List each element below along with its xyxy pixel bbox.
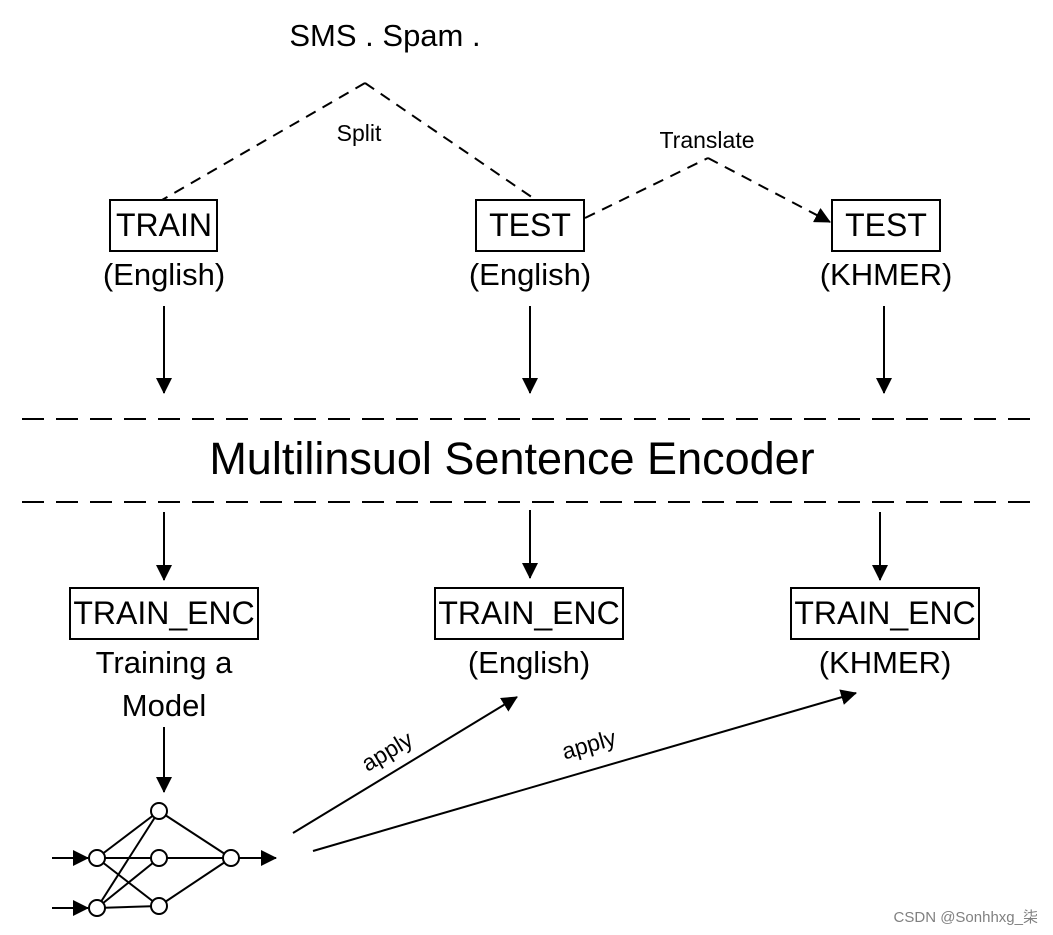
apply-arrow-khmer xyxy=(312,689,857,852)
translate-label: Translate xyxy=(659,127,754,153)
neural-network-icon xyxy=(52,802,277,917)
test-enc-english-box-label: TRAIN_ENC xyxy=(438,595,619,631)
encoder-input-arrows xyxy=(156,306,892,394)
source-label: SMS . Spam . xyxy=(289,18,480,53)
train-node: TRAIN (English) xyxy=(103,199,225,292)
train-enc-box xyxy=(69,587,259,640)
test-khmer-node: TEST (KHMER) xyxy=(820,199,953,292)
apply-arrow-english xyxy=(292,696,518,834)
train-enc-sub-label-1: Training a xyxy=(96,645,233,680)
test-enc-khmer-box xyxy=(790,587,980,640)
test-khmer-sub-label: (KHMER) xyxy=(820,257,953,292)
test-english-box xyxy=(475,199,585,252)
test-khmer-box-label: TEST xyxy=(845,207,927,243)
test-enc-english-box xyxy=(434,587,624,640)
split-connector xyxy=(161,82,537,201)
translate-connector xyxy=(584,157,831,223)
test-english-node: TEST (English) xyxy=(469,199,591,292)
train-enc-box-label: TRAIN_ENC xyxy=(73,595,254,631)
test-enc-khmer-box-label: TRAIN_ENC xyxy=(794,595,975,631)
encoder-label: Multilinsuol Sentence Encoder xyxy=(209,433,814,484)
test-english-sub-label: (English) xyxy=(469,257,591,292)
test-khmer-box xyxy=(831,199,941,252)
test-enc-khmer-node: TRAIN_ENC (KHMER) xyxy=(790,587,980,680)
split-label: Split xyxy=(337,120,382,146)
train-box-label: TRAIN xyxy=(116,207,212,243)
encoder-output-arrows xyxy=(156,510,888,581)
test-enc-english-node: TRAIN_ENC (English) xyxy=(434,587,624,680)
train-box xyxy=(109,199,218,252)
train-enc-node: TRAIN_ENC Training a Model xyxy=(69,587,259,723)
test-enc-english-sub-label: (English) xyxy=(468,645,590,680)
watermark-text: CSDN @Sonhhxg_柒 xyxy=(894,909,1038,926)
test-enc-khmer-sub-label: (KHMER) xyxy=(819,645,952,680)
train-sub-label: (English) xyxy=(103,257,225,292)
test-english-box-label: TEST xyxy=(489,207,571,243)
train-enc-sub-label-2: Model xyxy=(122,688,206,723)
apply-label-khmer: apply xyxy=(559,724,620,764)
apply-label-english: apply xyxy=(357,726,418,777)
